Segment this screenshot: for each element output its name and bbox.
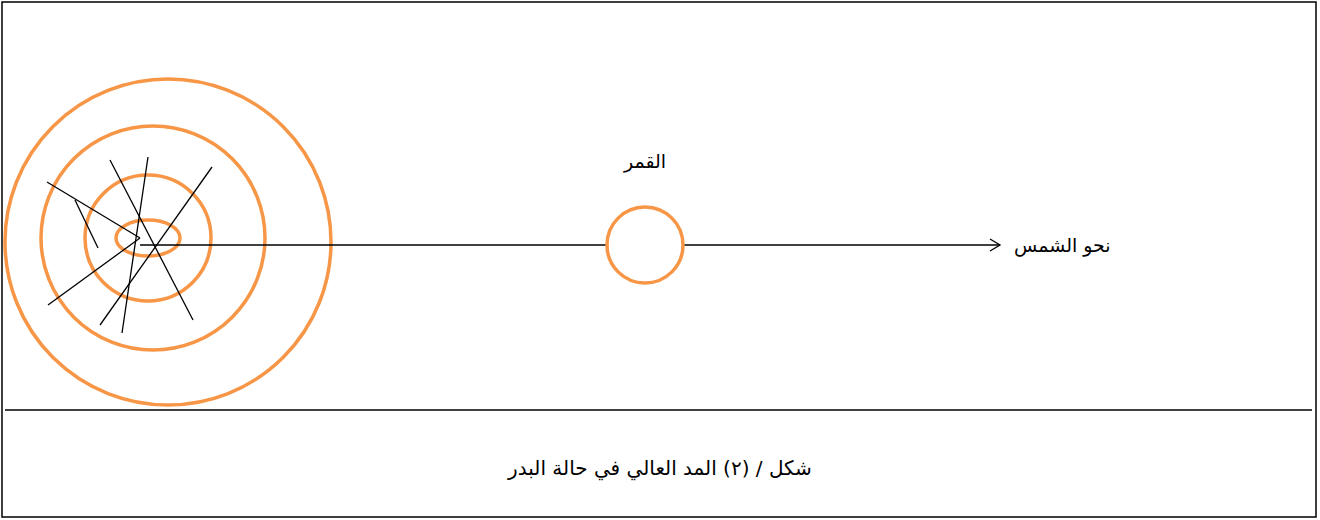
earth-circle	[85, 175, 211, 301]
sun-direction-line	[140, 244, 1000, 245]
separator-line	[5, 409, 1312, 411]
moon-node: القمر	[575, 150, 715, 287]
earth-outer-circle	[5, 79, 331, 405]
moon-label: القمر	[575, 150, 715, 172]
moon-circle-shape	[607, 207, 683, 283]
earth-circles	[5, 79, 331, 405]
figure-caption: شكل / (٢) المد العالي في حالة البدر	[0, 456, 1320, 480]
ray-line	[47, 182, 140, 238]
arrow-head	[990, 239, 1000, 251]
direction-label: نحو الشمس	[1014, 234, 1111, 256]
ray-line	[75, 200, 98, 248]
ray-line	[100, 167, 212, 325]
ray-line	[48, 238, 140, 305]
earth-circle	[41, 126, 265, 350]
ray-line	[110, 160, 193, 320]
moon-circle	[605, 205, 685, 285]
